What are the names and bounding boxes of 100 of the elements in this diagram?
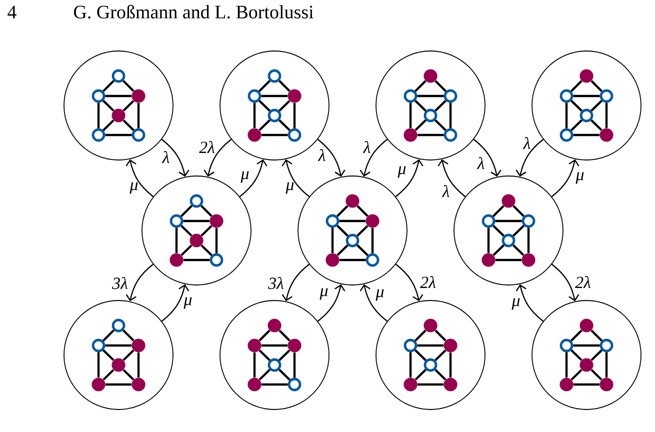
line <box>570 119 582 132</box>
edge-label: λ <box>362 141 370 153</box>
line <box>122 369 134 380</box>
line <box>122 80 134 92</box>
line <box>137 103 140 128</box>
line <box>180 244 192 256</box>
arrow <box>516 138 544 177</box>
open-vertex <box>288 128 302 142</box>
arrow <box>395 264 424 302</box>
filled-vertex <box>424 69 438 83</box>
line <box>336 244 348 256</box>
line <box>293 103 296 128</box>
filled-vertex <box>288 89 302 103</box>
line <box>417 344 444 347</box>
line <box>258 350 270 362</box>
open-vertex <box>346 234 360 248</box>
filled-vertex <box>600 378 614 392</box>
state-circle <box>376 300 486 410</box>
line <box>495 220 522 222</box>
line <box>570 100 582 112</box>
line <box>175 228 178 253</box>
line <box>492 205 504 218</box>
open-vertex <box>404 89 418 103</box>
open-vertex <box>580 108 594 122</box>
open-vertex <box>600 89 614 103</box>
line <box>418 134 444 136</box>
line <box>414 119 426 131</box>
filled-vertex <box>424 318 438 332</box>
open-vertex <box>444 128 458 142</box>
arrow <box>282 264 310 302</box>
line <box>356 205 368 217</box>
line <box>590 330 603 342</box>
line <box>414 100 426 112</box>
line <box>215 228 218 254</box>
line <box>184 258 210 262</box>
line <box>356 225 368 237</box>
line <box>492 244 504 256</box>
filled-vertex <box>132 89 146 103</box>
line <box>340 258 366 262</box>
open-vertex <box>248 89 262 103</box>
line <box>449 102 452 128</box>
line <box>570 80 582 92</box>
arrow <box>473 138 502 177</box>
arrow <box>551 264 580 302</box>
state-circle <box>64 300 174 410</box>
line <box>258 80 271 92</box>
edge-label: μ <box>376 289 384 301</box>
arrow <box>317 284 346 322</box>
running-head: G. Großmann and L. Bortolussi <box>74 4 314 19</box>
open-vertex <box>502 234 516 248</box>
line <box>122 120 134 132</box>
open-vertex <box>404 338 418 352</box>
edge-label: μ <box>184 297 192 309</box>
line <box>336 205 348 218</box>
filled-vertex <box>404 128 418 142</box>
edge-label: μ <box>512 298 520 310</box>
line <box>573 134 600 136</box>
line <box>492 224 504 237</box>
line <box>278 368 290 381</box>
open-vertex <box>268 69 282 83</box>
arrow <box>204 138 232 177</box>
line <box>512 224 524 237</box>
line <box>590 80 603 92</box>
line <box>409 102 412 128</box>
line <box>356 244 368 256</box>
filled-vertex <box>210 214 224 228</box>
open-vertex <box>522 214 536 228</box>
filled-vertex <box>132 338 146 352</box>
filled-vertex <box>366 214 380 228</box>
line <box>573 94 600 98</box>
line <box>434 119 446 132</box>
line <box>434 350 446 362</box>
line <box>102 100 114 112</box>
state-circle <box>532 300 642 410</box>
line <box>200 225 212 236</box>
edge-label: μ <box>320 288 328 300</box>
line <box>102 120 114 132</box>
line <box>97 352 100 378</box>
line <box>122 350 134 361</box>
filled-vertex <box>522 253 536 267</box>
line <box>262 134 288 136</box>
line <box>102 369 114 380</box>
line <box>122 329 134 342</box>
line <box>414 80 426 92</box>
arrow <box>317 138 346 177</box>
line <box>512 205 525 218</box>
line <box>262 383 288 386</box>
arrow <box>360 138 388 177</box>
line <box>278 80 290 92</box>
filled-vertex <box>326 253 340 267</box>
filled-vertex <box>112 358 126 372</box>
arrow <box>161 138 190 177</box>
line <box>122 100 134 112</box>
filled-vertex <box>170 253 184 267</box>
line <box>293 352 296 378</box>
line <box>570 369 582 380</box>
line <box>487 228 490 253</box>
line <box>262 344 288 347</box>
arrow <box>282 159 310 198</box>
open-vertex <box>326 214 340 228</box>
